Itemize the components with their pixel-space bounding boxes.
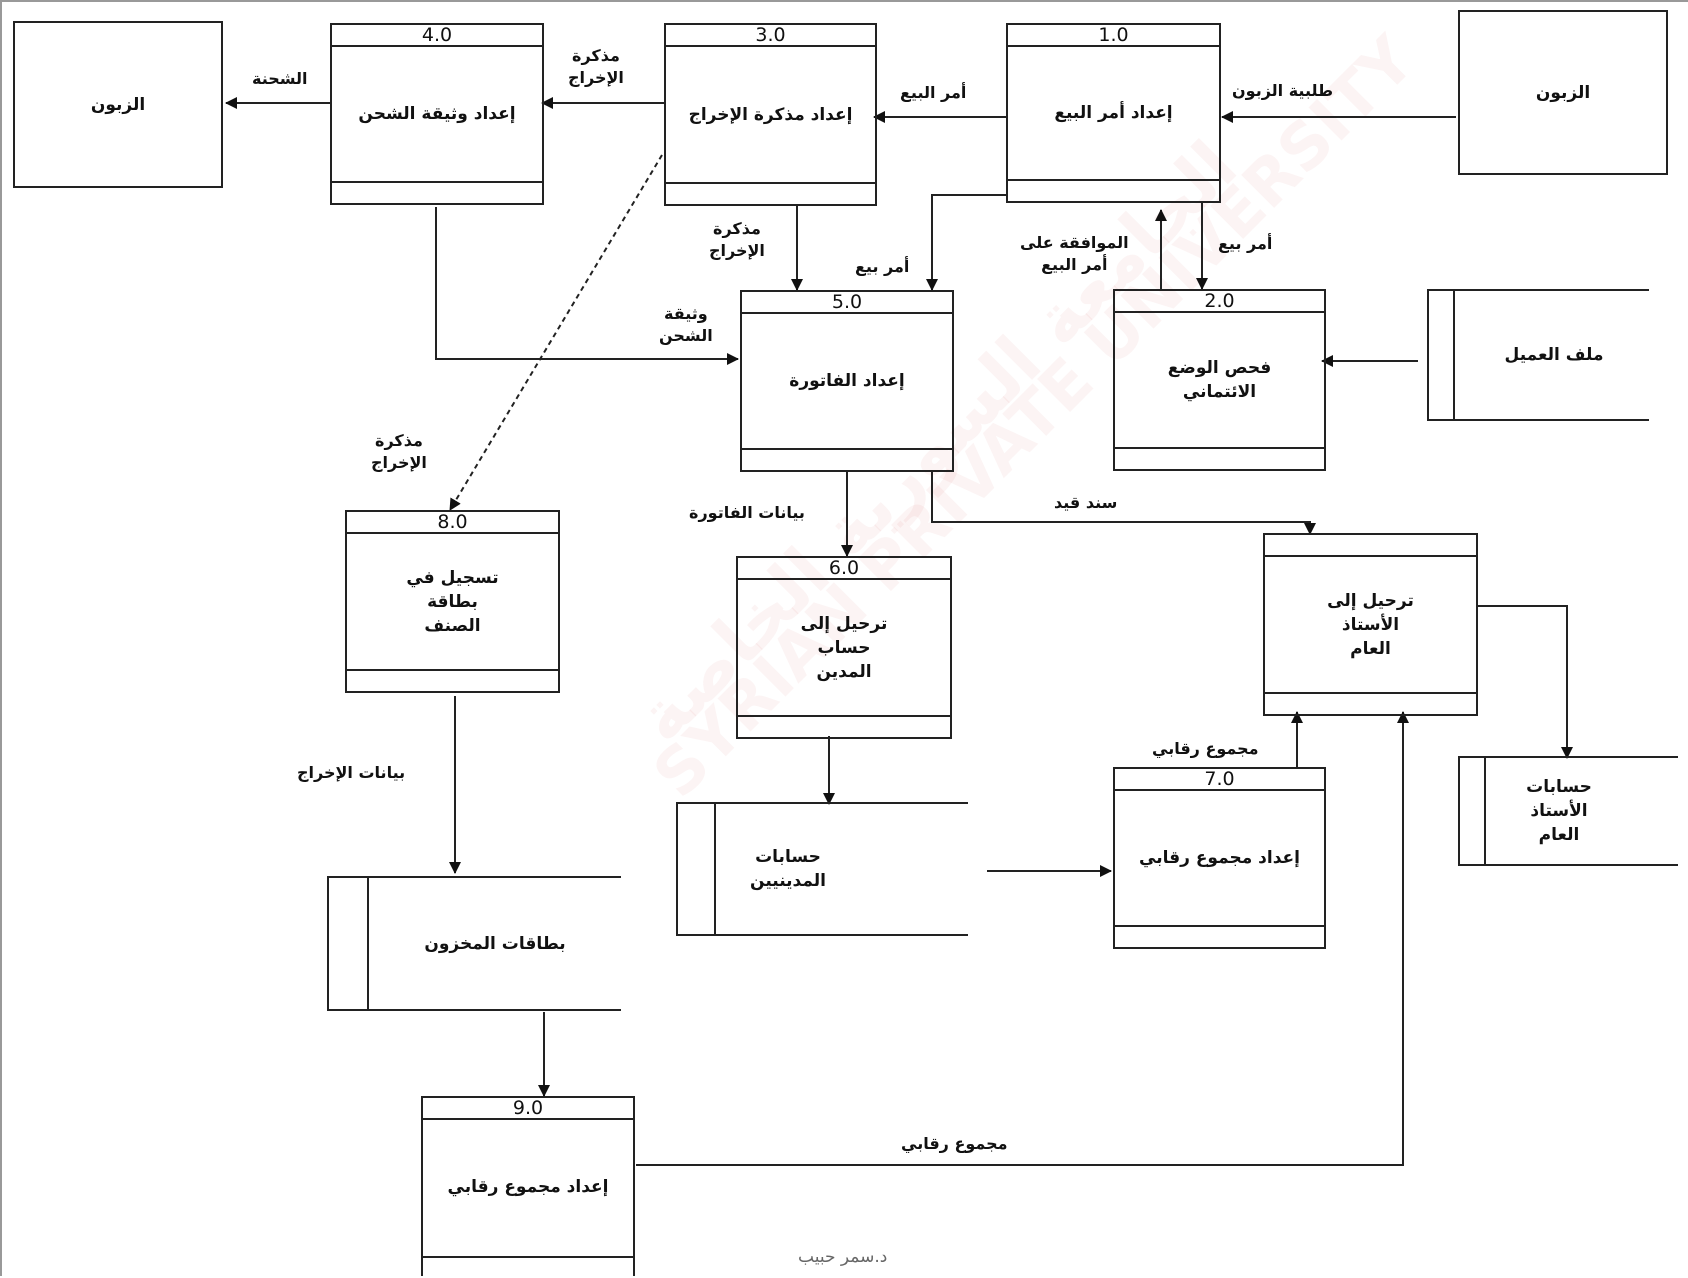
process-7-title: إعداد مجموع رقابي: [1139, 848, 1300, 868]
process-9-title: إعداد مجموع رقابي: [447, 1177, 609, 1197]
external-customer-right: الزبون: [1458, 10, 1668, 175]
store-gl-accounts: حسابات الأستاذ العام: [1458, 756, 1678, 866]
store-gl-accounts-label: حسابات الأستاذ العام: [1526, 777, 1592, 845]
label-control-total-9: مجموع رقابي: [901, 1134, 1008, 1153]
process-3-number: 3.0: [666, 25, 875, 47]
process-6-title: ترحيل إلى حساب المدين: [800, 613, 888, 682]
process-2-number: 2.0: [1115, 291, 1324, 313]
label-release-note-5: مذكرة الإخراج: [709, 219, 765, 260]
process-1: 1.0 إعداد أمر البيع: [1006, 23, 1221, 203]
flow-sales-order-5: [926, 194, 1006, 291]
flow-gl-posting: [1477, 605, 1573, 759]
store-debtor-accounts-label: حسابات المدينيين: [750, 847, 826, 891]
flow-journal-entry: [931, 472, 1316, 535]
store-customer-file: ملف العميل: [1427, 289, 1649, 421]
store-inventory-cards: بطاقات المخزون: [327, 876, 621, 1011]
label-invoice-data: بيانات الفاتورة: [689, 503, 805, 522]
label-control-total-7: مجموع رقابي: [1152, 739, 1259, 758]
label-approval: الموافقة على أمر البيع: [1020, 233, 1129, 274]
process-10: ترحيل إلى الأستاذ العام: [1263, 533, 1478, 716]
process-5-title: إعداد الفاتورة: [789, 371, 905, 391]
label-sales-order-1: أمر البيع: [900, 83, 967, 102]
process-6-number: 6.0: [738, 558, 950, 580]
process-2-title: فحص الوضع الائتماني: [1167, 358, 1272, 402]
process-4-number: 4.0: [332, 25, 542, 47]
label-sales-order-down: أمر بيع: [1218, 234, 1273, 253]
process-5-number: 5.0: [742, 292, 952, 314]
external-customer-left: الزبون: [13, 21, 223, 188]
process-3-title: إعداد مذكرة الإخراج: [688, 104, 853, 125]
process-7: 7.0 إعداد مجموع رقابي: [1113, 767, 1326, 949]
process-6: 6.0 ترحيل إلى حساب المدين: [736, 556, 952, 739]
process-8-title: تسجيل في بطاقة الصنف: [406, 567, 499, 636]
process-9: 9.0 إعداد مجموع رقابي: [421, 1096, 635, 1276]
process-1-number: 1.0: [1008, 25, 1219, 47]
external-customer-left-label: الزبون: [90, 94, 146, 115]
label-shipment: الشحنة: [252, 69, 308, 88]
label-ship-doc: وثيقة الشحن: [659, 304, 713, 345]
process-5: 5.0 إعداد الفاتورة: [740, 290, 954, 472]
label-customer-order: طلبية الزبون: [1232, 81, 1334, 100]
process-10-title: ترحيل إلى الأستاذ العام: [1327, 590, 1414, 659]
label-release-note-8: مذكرة الإخراج: [371, 431, 427, 472]
flow-ship-doc: [435, 207, 739, 365]
label-release-data: بيانات الإخراج: [297, 763, 406, 782]
process-4-title: إعداد وثيقة الشحن: [358, 104, 516, 124]
process-8: 8.0 تسجيل في بطاقة الصنف: [345, 510, 560, 693]
store-customer-file-label: ملف العميل: [1504, 345, 1604, 365]
process-3: 3.0 إعداد مذكرة الإخراج: [664, 23, 877, 206]
process-2: 2.0 فحص الوضع الائتماني: [1113, 289, 1326, 471]
store-inventory-cards-label: بطاقات المخزون: [424, 933, 566, 954]
flow-control-total-9: [636, 711, 1409, 1166]
process-9-number: 9.0: [423, 1098, 633, 1120]
label-journal-entry: سند قيد: [1054, 493, 1118, 512]
process-7-number: 7.0: [1115, 769, 1324, 791]
store-debtor-accounts: حسابات المدينيين: [676, 802, 968, 936]
process-4: 4.0 إعداد وثيقة الشحن: [330, 23, 544, 205]
label-sales-order-5: أمر بيع: [855, 257, 910, 276]
author-credit: د.سمر حبيب: [798, 1247, 888, 1267]
external-customer-right-label: الزبون: [1535, 82, 1591, 103]
process-10-number: [1265, 535, 1476, 557]
process-1-title: إعداد أمر البيع: [1054, 103, 1173, 123]
flow-release-note-8: [449, 154, 663, 511]
label-release-note-1: مذكرة الإخراج: [568, 46, 624, 87]
process-8-number: 8.0: [347, 512, 558, 534]
